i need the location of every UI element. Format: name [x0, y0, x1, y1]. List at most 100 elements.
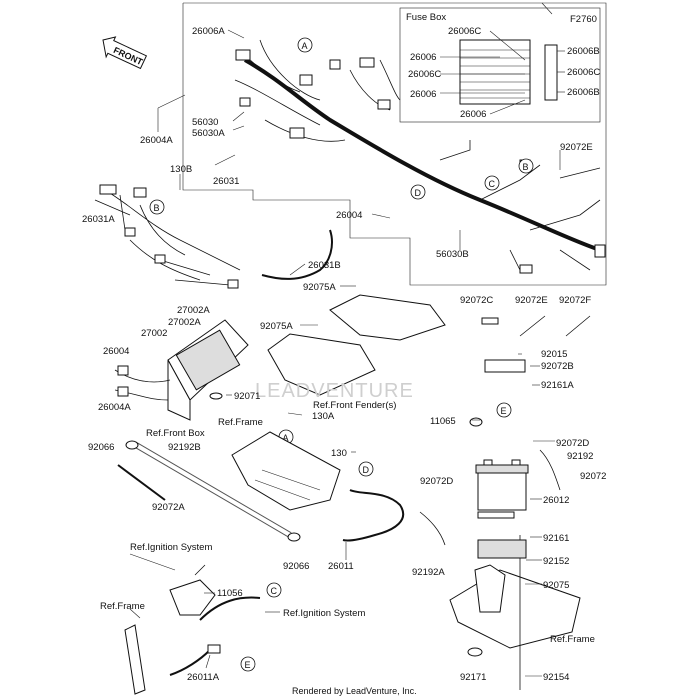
label-ref-frame-right[interactable]: Ref.Frame — [550, 634, 595, 645]
svg-text:B: B — [523, 162, 529, 172]
label-26011A[interactable]: 26011A — [187, 672, 220, 683]
label-26011[interactable]: 26011 — [328, 561, 354, 572]
wire-26031B — [261, 229, 333, 280]
label-92066-left[interactable]: 92066 — [88, 442, 114, 453]
label-56030B[interactable]: 56030B — [436, 249, 469, 260]
main-frame-outline — [182, 2, 607, 286]
label-92161[interactable]: 92161 — [543, 533, 569, 544]
label-92072C[interactable]: 92072C — [460, 295, 493, 306]
svg-text:D: D — [415, 188, 422, 198]
fuse-label-26006-1[interactable]: 26006 — [410, 52, 436, 63]
label-92152[interactable]: 92152 — [543, 556, 569, 567]
label-26031A[interactable]: 26031A — [82, 214, 115, 225]
label-92072D-right[interactable]: 92072D — [556, 438, 589, 449]
callout-E-bottom: E — [240, 656, 256, 672]
label-92072[interactable]: 92072 — [580, 471, 606, 482]
label-26031B[interactable]: 26031B — [308, 260, 341, 271]
label-92154[interactable]: 92154 — [543, 672, 569, 683]
label-ref-ignition-system-2[interactable]: Ref.Ignition System — [283, 608, 365, 619]
label-ref-frame-left[interactable]: Ref.Frame — [100, 601, 145, 612]
front-box-wire — [114, 365, 171, 401]
label-26006A[interactable]: 26006A — [192, 26, 225, 37]
label-27002A-2[interactable]: 27002A — [168, 317, 201, 328]
callout-C-top: C — [484, 175, 500, 191]
cable-ties — [481, 167, 601, 337]
svg-text:D: D — [363, 465, 370, 475]
svg-text:C: C — [271, 586, 278, 596]
label-56030[interactable]: 56030 — [192, 117, 218, 128]
fuse-box-frame — [399, 7, 601, 123]
cap-11065 — [469, 417, 483, 427]
sub-harness-26031A — [94, 184, 241, 289]
fuse-label-26006C-2[interactable]: 26006C — [408, 69, 441, 80]
callout-D-mid: D — [358, 461, 374, 477]
label-92192[interactable]: 92192 — [567, 451, 593, 462]
label-ref-ignition-system-1[interactable]: Ref.Ignition System — [130, 542, 212, 553]
svg-text:E: E — [245, 660, 251, 670]
label-92072B[interactable]: 92072B — [541, 361, 574, 372]
label-26004[interactable]: 26004 — [336, 210, 362, 221]
label-26031[interactable]: 26031 — [213, 176, 239, 187]
tie-92072A — [117, 464, 166, 501]
front-arrow-marker: FRONT — [102, 36, 148, 70]
diagram-id: F2760 — [570, 14, 597, 25]
label-130B[interactable]: 130B — [170, 164, 192, 175]
label-92171[interactable]: 92171 — [460, 672, 486, 683]
label-26012[interactable]: 26012 — [543, 495, 569, 506]
fuse-label-26006C-r[interactable]: 26006C — [567, 67, 600, 78]
label-92072D[interactable]: 92072D — [420, 476, 453, 487]
label-92015[interactable]: 92015 — [541, 349, 567, 360]
battery-tray — [449, 535, 581, 690]
label-56030A[interactable]: 56030A — [192, 128, 225, 139]
front-fender — [267, 294, 446, 396]
frame-section — [231, 431, 341, 511]
label-ref-front-box[interactable]: Ref.Front Box — [146, 428, 205, 439]
watermark: LEADVENTURE — [255, 380, 414, 402]
label-92072E[interactable]: 92072E — [515, 295, 548, 306]
label-130[interactable]: 130 — [331, 448, 347, 459]
callout-D-top: D — [410, 184, 426, 200]
conduit-92192B — [125, 440, 301, 542]
main-wiring-harness — [234, 39, 606, 274]
label-92161A[interactable]: 92161A — [541, 380, 574, 391]
label-92192A[interactable]: 92192A — [412, 567, 445, 578]
label-92075[interactable]: 92075 — [543, 580, 569, 591]
label-26004-left[interactable]: 26004 — [103, 346, 129, 357]
label-92071[interactable]: 92071 — [234, 391, 260, 402]
label-92075A-top[interactable]: 92075A — [303, 282, 336, 293]
fuse-label-26006-2[interactable]: 26006 — [410, 89, 436, 100]
label-26004A-top[interactable]: 26004A — [140, 135, 173, 146]
footer-credit: Rendered by LeadVenture, Inc. — [292, 686, 417, 696]
label-92192B[interactable]: 92192B — [168, 442, 201, 453]
label-92072A[interactable]: 92072A — [152, 502, 185, 513]
label-92075A[interactable]: 92075A — [260, 321, 293, 332]
fuse-label-26006C-1[interactable]: 26006C — [448, 26, 481, 37]
label-92072E-top[interactable]: 92072E — [560, 142, 593, 153]
label-ref-front-fender[interactable]: Ref.Front Fender(s) — [313, 400, 396, 411]
label-27002A-1[interactable]: 27002A — [177, 305, 210, 316]
fuse-label-26006B-1[interactable]: 26006B — [567, 46, 600, 57]
fuse-box-title: Fuse Box — [406, 12, 446, 23]
ground-wire-26011 — [342, 489, 405, 542]
svg-text:C: C — [489, 179, 496, 189]
label-11056[interactable]: 11056 — [217, 588, 243, 599]
fuse-label-26006-3[interactable]: 26006 — [460, 109, 486, 120]
label-27002[interactable]: 27002 — [141, 328, 167, 339]
callout-C-bottom: C — [266, 582, 282, 598]
svg-text:A: A — [283, 433, 289, 443]
label-92066-bottom[interactable]: 92066 — [283, 561, 309, 572]
leader-lines — [129, 29, 561, 677]
label-26004A-left[interactable]: 26004A — [98, 402, 131, 413]
callout-E-battery: E — [496, 402, 512, 418]
label-130A[interactable]: 130A — [312, 411, 335, 422]
ignition-bracket — [124, 564, 261, 695]
fuse-box-fuses — [459, 39, 558, 105]
callout-B-right: B — [518, 158, 534, 174]
label-ref-frame-mid[interactable]: Ref.Frame — [218, 417, 263, 428]
fuse-label-26006B-2[interactable]: 26006B — [567, 87, 600, 98]
wire-92192 — [539, 449, 561, 491]
label-11065[interactable]: 11065 — [430, 416, 456, 427]
label-92072F[interactable]: 92072F — [559, 295, 591, 306]
relay-block — [167, 319, 249, 421]
